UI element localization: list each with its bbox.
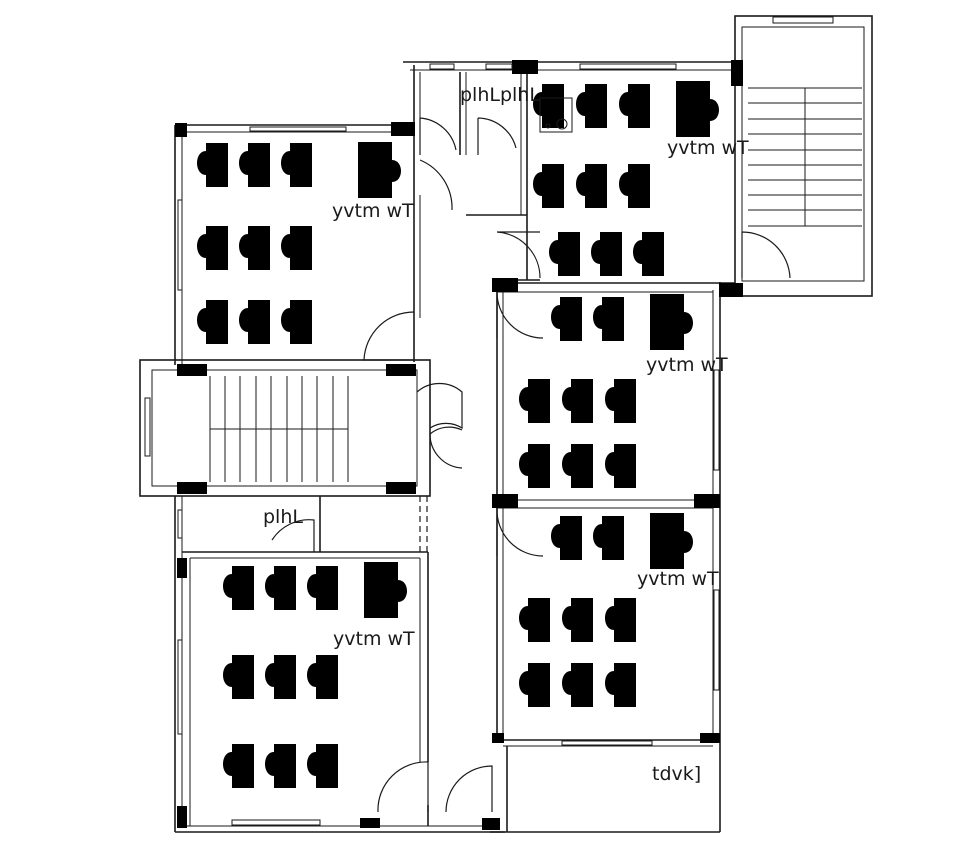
desk [549,232,580,276]
desk [519,663,550,707]
staircase-right [748,87,862,227]
desk [605,379,636,423]
desk [633,232,664,276]
office-upper-left-furniture [197,142,401,344]
desk [576,164,607,208]
desk [591,232,622,276]
desk [562,663,593,707]
executive-desk [364,562,407,618]
walls [139,15,873,833]
windows [144,16,834,826]
toilet-label: plhLplhL [460,84,540,106]
desk [265,744,296,788]
desk [519,598,550,642]
office-mid-right-furniture [519,294,693,488]
office-lower-right-furniture [519,513,693,707]
desk [307,744,338,788]
desk [533,164,564,208]
desk [605,444,636,488]
desk [197,143,228,187]
toilet-fixtures [539,97,573,133]
desk [619,164,650,208]
desk [265,655,296,699]
desk [593,516,624,560]
desk [519,444,550,488]
desk [593,297,624,341]
room-labels: yvtm wT yvtm wT yvtm wT yvtm wT yvtm wT … [263,84,749,785]
executive-desk [650,294,693,350]
office-label: yvtm wT [637,568,719,590]
desk [576,84,607,128]
desk [281,300,312,344]
doors [271,117,791,813]
columns [175,60,743,830]
desk [551,297,582,341]
desk [605,598,636,642]
desk [239,300,270,344]
office-lower-left-furniture [223,562,407,788]
desk [197,300,228,344]
desk [605,663,636,707]
desk [519,379,550,423]
office-label: yvtm wT [332,200,414,222]
office-label: yvtm wT [646,354,728,376]
office-label: yvtm wT [667,137,749,159]
desk [562,379,593,423]
toilet-label: plhL [263,506,303,528]
desk [239,226,270,270]
desk [307,566,338,610]
desk [223,655,254,699]
desk [197,226,228,270]
desk [281,143,312,187]
staircase-left [209,376,349,482]
desk [223,744,254,788]
desk [223,566,254,610]
desk [619,84,650,128]
desk [307,655,338,699]
desk [562,598,593,642]
desk [239,143,270,187]
balcony-label: tdvk] [652,763,701,785]
desk [562,444,593,488]
desk [551,516,582,560]
executive-desk [358,142,401,198]
office-upper-right-furniture [533,81,719,276]
desk [281,226,312,270]
executive-desk [650,513,693,569]
desk [265,566,296,610]
executive-desk [676,81,719,137]
office-label: yvtm wT [333,628,415,650]
